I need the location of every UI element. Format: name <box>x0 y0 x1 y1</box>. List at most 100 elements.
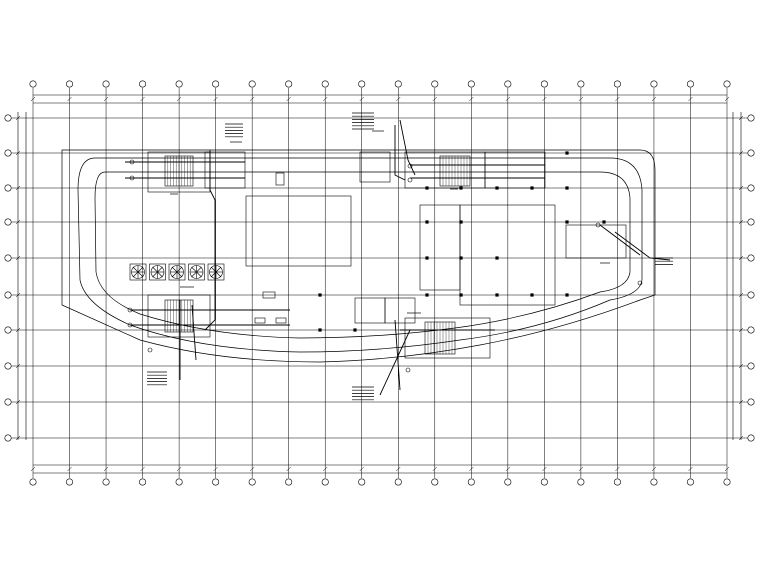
dimension-tick <box>542 466 547 472</box>
dimension-tick <box>505 466 511 472</box>
dimension-tick <box>651 96 657 102</box>
dimension-tick <box>15 399 21 405</box>
axis-bubble-top <box>504 80 512 88</box>
axis-bubble-left <box>4 326 12 334</box>
horizontal-axis-lines <box>10 117 748 439</box>
dimension-tick <box>738 115 744 121</box>
axis-bubble-top <box>358 80 366 88</box>
dimension-tick <box>738 219 744 225</box>
axis-bubble-bottom <box>139 478 147 486</box>
axis-bubble-bottom <box>613 478 621 486</box>
axis-bubble-top <box>248 80 256 88</box>
dimension-tick <box>651 466 657 472</box>
building-outline <box>61 149 656 363</box>
fan-housing <box>188 263 205 281</box>
misc-symbols <box>127 159 643 373</box>
stair-treads <box>167 156 468 354</box>
axis-bubbles <box>4 80 755 486</box>
dimension-tick <box>30 96 36 102</box>
column <box>425 293 429 297</box>
dimension-tick <box>396 466 401 472</box>
axis-bubble-bottom <box>358 478 366 486</box>
axis-bubble-top <box>431 80 439 88</box>
axis-bubble-right <box>747 291 755 299</box>
dimension-tick <box>724 466 730 472</box>
axis-bubble-left <box>4 184 12 192</box>
dimension-tick <box>67 466 72 472</box>
axis-bubble-top <box>613 80 621 88</box>
axis-bubble-bottom <box>577 478 585 486</box>
pipe-runs <box>125 119 671 396</box>
axis-bubble-right <box>747 114 755 122</box>
column <box>565 151 569 155</box>
axis-bubble-top <box>66 80 74 88</box>
dimension-tick <box>505 96 511 102</box>
dimension-tick <box>688 466 693 472</box>
dimension-tick <box>688 96 693 102</box>
axis-bubble-bottom <box>540 478 548 486</box>
column <box>425 186 429 190</box>
dimension-tick <box>15 435 21 441</box>
axis-bubble-bottom <box>175 478 183 486</box>
axis-bubble-left <box>4 291 12 299</box>
axis-bubble-right <box>747 362 755 370</box>
column <box>318 293 322 297</box>
dimension-tick <box>67 96 72 102</box>
axis-bubble-left <box>4 362 12 370</box>
axis-bubble-bottom <box>212 478 220 486</box>
dimension-tick <box>432 96 437 102</box>
axis-bubble-top <box>139 80 147 88</box>
dimension-tick <box>15 327 21 333</box>
dimension-tick <box>738 327 744 333</box>
dimension-tick <box>359 466 364 472</box>
fan-housing <box>168 263 186 281</box>
dimension-tick <box>738 185 744 191</box>
axis-bubble-bottom <box>66 478 74 486</box>
column <box>530 186 534 190</box>
dimension-tick <box>724 96 730 102</box>
column <box>565 293 569 297</box>
dimension-tick <box>176 466 182 472</box>
axis-bubble-left <box>4 218 12 226</box>
dimension-tick <box>542 96 547 102</box>
dimension-tick <box>103 466 109 472</box>
dimension-tick <box>103 96 109 102</box>
axis-bubble-bottom <box>504 478 512 486</box>
dimension-tick <box>15 115 21 121</box>
column <box>459 256 463 260</box>
axis-bubble-top <box>723 80 731 88</box>
axis-bubble-top <box>102 80 110 88</box>
dimension-tick <box>15 255 21 261</box>
axis-bubble-bottom <box>394 478 402 486</box>
dimension-tick <box>249 466 255 472</box>
axis-bubble-right <box>747 434 755 442</box>
dimension-tick <box>738 363 744 369</box>
dimension-tick <box>396 96 401 102</box>
column <box>495 293 499 297</box>
axis-bubble-bottom <box>431 478 439 486</box>
dimension-tick <box>359 96 364 102</box>
dimension-tick <box>323 466 328 472</box>
dimension-tick <box>15 150 21 156</box>
column <box>459 220 463 224</box>
column <box>495 256 499 260</box>
fan-housing <box>129 263 147 281</box>
dimension-tick <box>15 185 21 191</box>
dimension-tick <box>323 96 328 102</box>
axis-bubble-right <box>747 184 755 192</box>
axis-bubble-top <box>321 80 329 88</box>
axis-bubble-bottom <box>102 478 110 486</box>
dimension-tick <box>738 292 744 298</box>
dimension-tick <box>738 150 744 156</box>
axis-bubble-top <box>540 80 548 88</box>
axis-bubble-bottom <box>285 478 293 486</box>
axis-bubble-bottom <box>29 478 37 486</box>
dimension-tick <box>140 466 145 472</box>
annotation-notes <box>147 112 673 401</box>
dimension-tick <box>15 292 21 298</box>
dimension-tick <box>432 466 437 472</box>
axis-bubble-bottom <box>650 478 658 486</box>
axis-bubble-top <box>212 80 220 88</box>
axis-bubble-right <box>747 218 755 226</box>
